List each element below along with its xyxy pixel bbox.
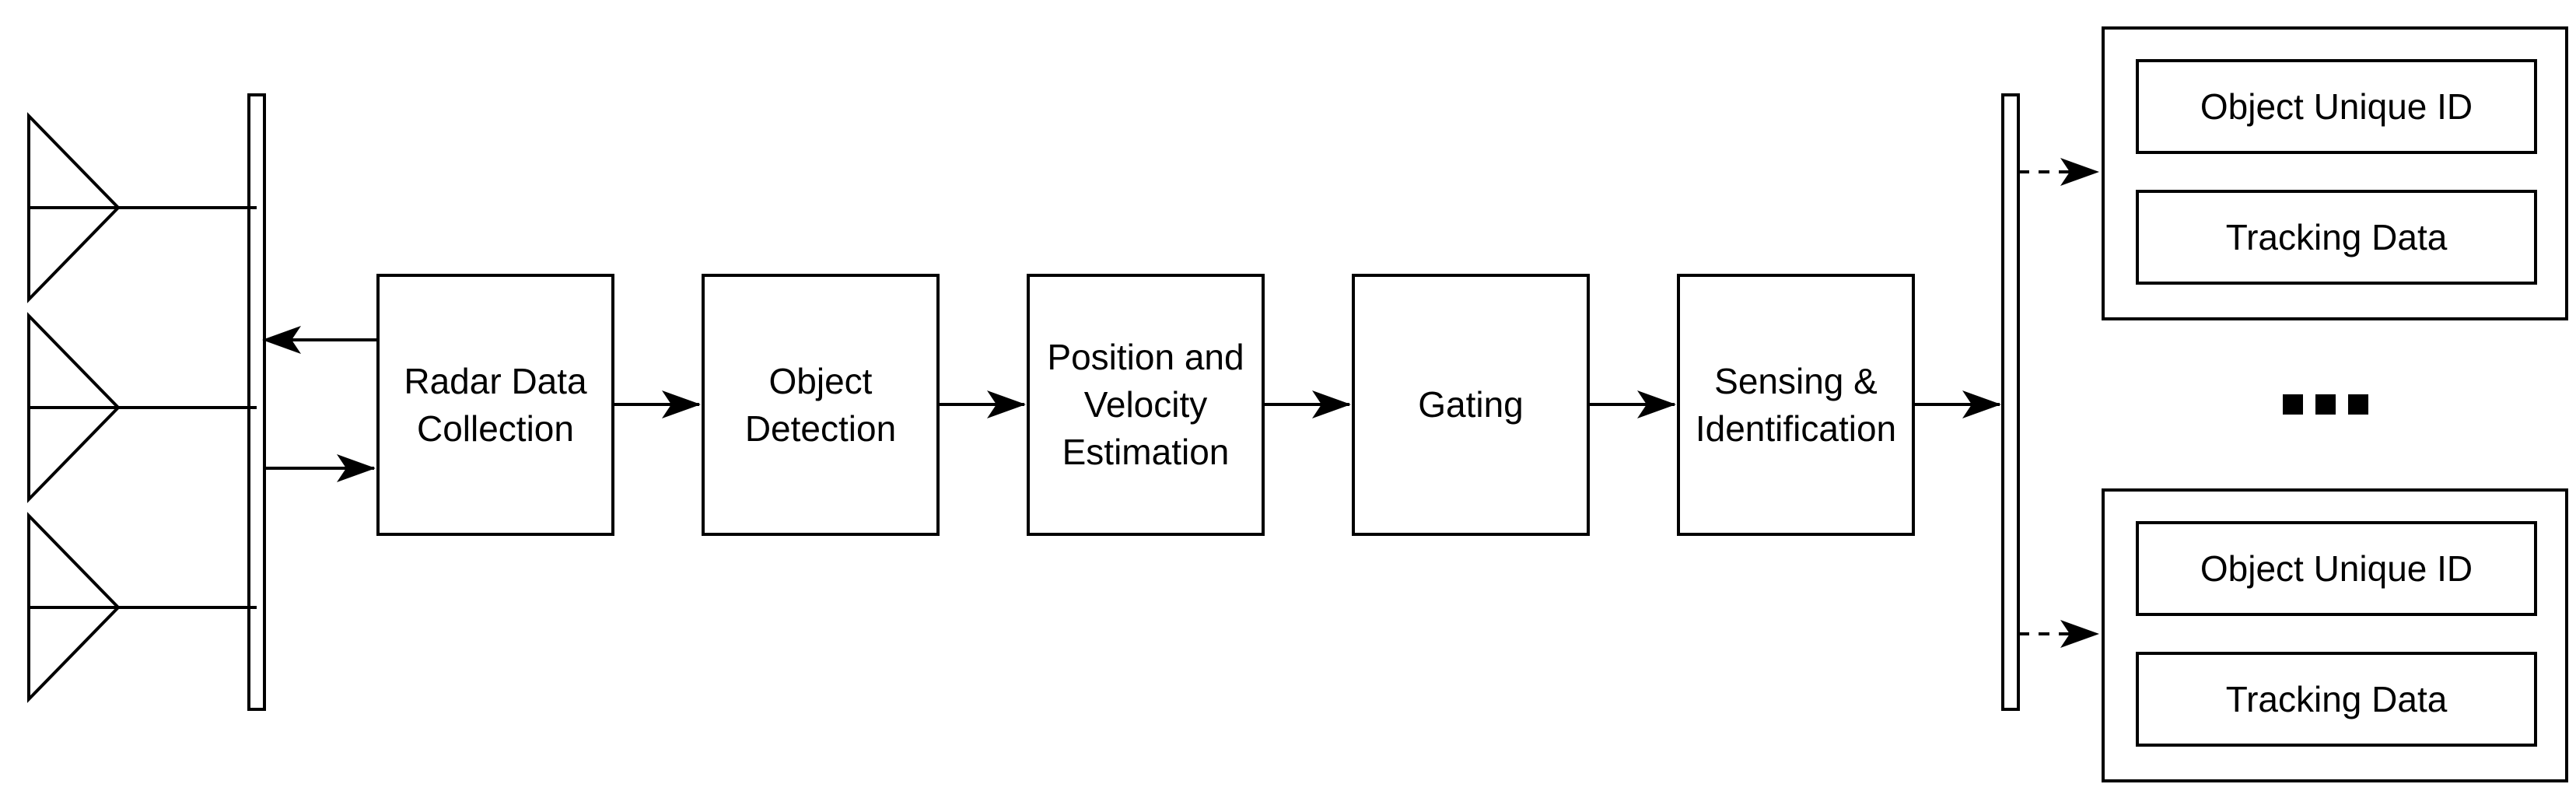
process-box-gating: Gating <box>1352 274 1590 536</box>
antenna-bus-bar <box>247 93 266 711</box>
process-box-sensing-identification: Sensing & Identification <box>1677 274 1915 536</box>
tracking-data-box: Tracking Data <box>2136 190 2537 285</box>
process-box-object-detection: Object Detection <box>702 274 940 536</box>
process-box-position-velocity-estimation: Position and Velocity Estimation <box>1027 274 1265 536</box>
ellipsis-dot <box>2315 394 2336 415</box>
output-bus-bar <box>2001 93 2020 711</box>
ellipsis-icon <box>2283 394 2368 415</box>
track-output-group-1: Object Unique ID Tracking Data <box>2102 26 2568 320</box>
tracking-data-box: Tracking Data <box>2136 652 2537 747</box>
object-unique-id-box: Object Unique ID <box>2136 59 2537 154</box>
ellipsis-dot <box>2348 394 2368 415</box>
ellipsis-dot <box>2283 394 2303 415</box>
object-unique-id-box: Object Unique ID <box>2136 521 2537 616</box>
process-box-radar-data-collection: Radar Data Collection <box>376 274 614 536</box>
track-output-group-n: Object Unique ID Tracking Data <box>2102 488 2568 782</box>
